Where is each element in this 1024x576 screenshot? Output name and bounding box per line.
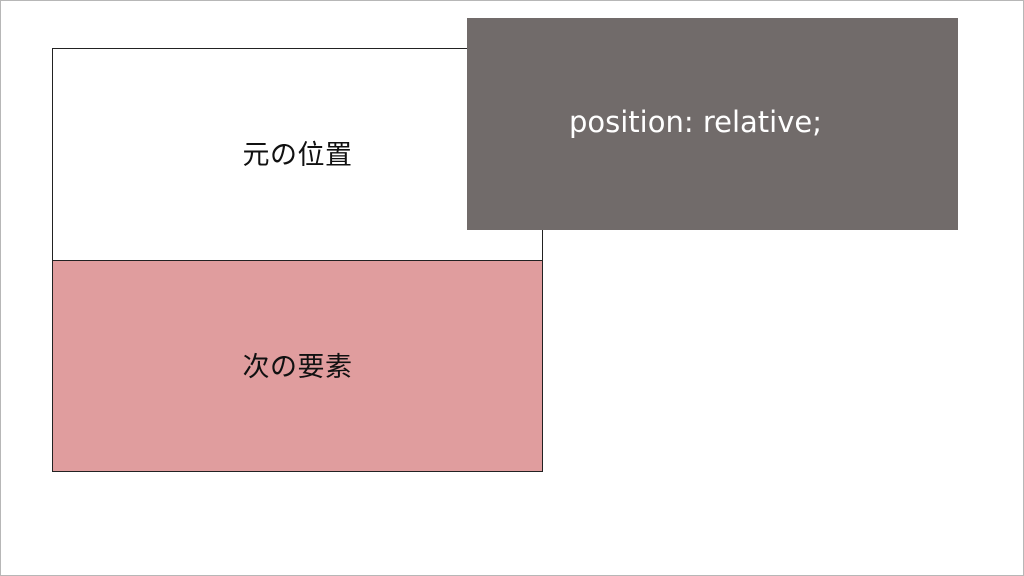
original-position-label: 元の位置 bbox=[242, 140, 353, 171]
relative-position-label: position: relative; bbox=[568, 105, 822, 139]
relative-position-box: position: relative; bbox=[467, 18, 958, 230]
next-element-label: 次の要素 bbox=[242, 351, 353, 383]
next-element-box: 次の要素 bbox=[52, 260, 543, 472]
